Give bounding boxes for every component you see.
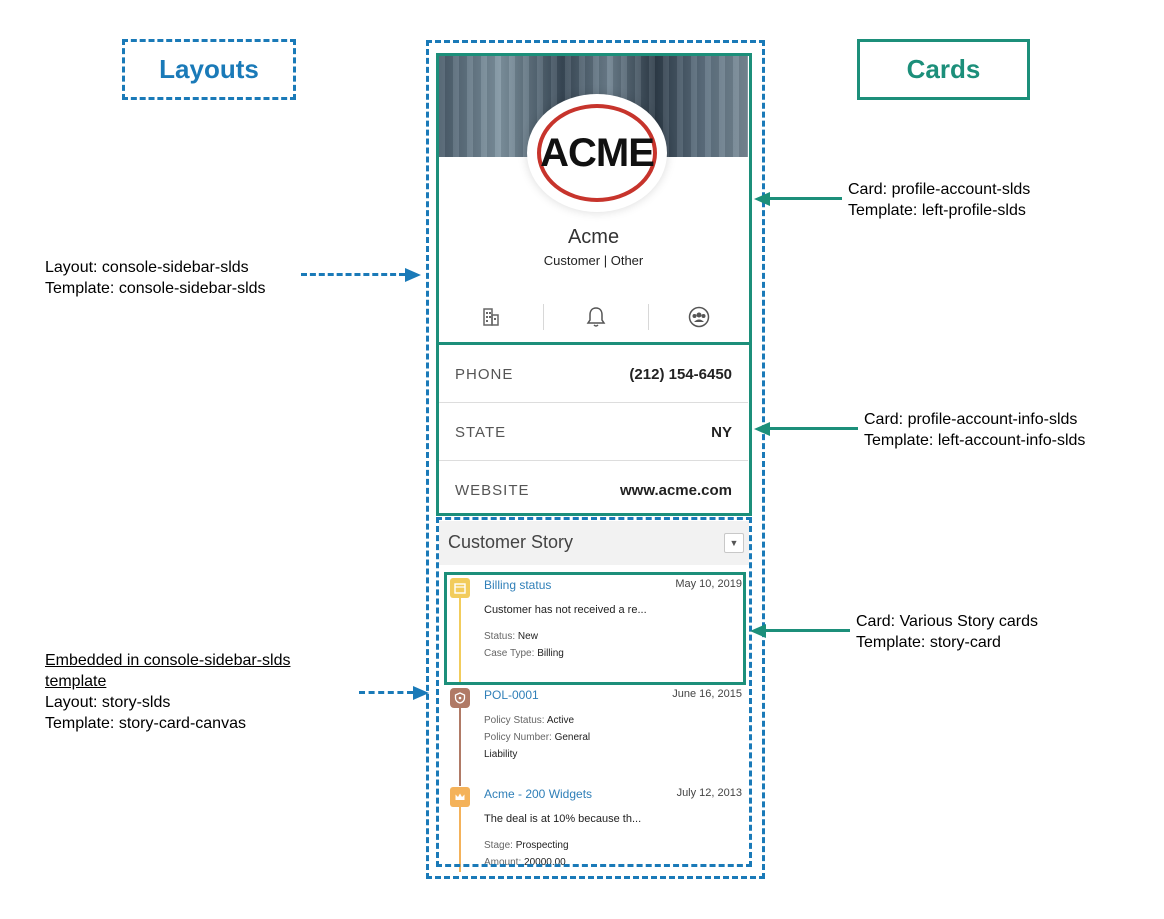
info-value: (212) 154-6450	[629, 365, 732, 383]
arrow-head	[750, 624, 766, 638]
info-value[interactable]: www.acme.com	[620, 482, 732, 499]
account-name: Acme	[567, 226, 620, 248]
arrow-head	[413, 686, 429, 700]
dashed-arrow-line	[359, 691, 413, 694]
acme-logo: ACME	[537, 104, 657, 202]
info-row-state: STATE NY	[439, 404, 748, 461]
policy-shield-icon	[450, 688, 470, 708]
chevron-down-icon: ▼	[729, 538, 739, 548]
arrow-head	[754, 192, 770, 206]
story-field: Status: New	[484, 631, 538, 642]
info-label: PHONE	[455, 365, 514, 383]
dashed-arrow-line	[301, 273, 405, 276]
info-row-phone: PHONE (212) 154-6450	[439, 346, 748, 403]
info-label: STATE	[455, 423, 507, 441]
story-item-date: May 10, 2019	[675, 578, 742, 590]
story-field: Policy Number: General	[484, 732, 591, 743]
calendar-icon	[450, 578, 470, 598]
arrow-line	[770, 427, 858, 430]
story-dropdown-button[interactable]: ▼	[724, 533, 744, 553]
timeline-line	[459, 706, 461, 786]
story-field: Case Type: Billing	[484, 648, 564, 659]
story-item-title[interactable]: Billing status	[484, 578, 552, 592]
story-field: Stage: Prospecting	[484, 840, 569, 851]
story-item-desc: Customer has not received a re...	[484, 604, 647, 616]
logo-text: ACME	[540, 130, 655, 175]
account-subtitle: Customer | Other	[543, 253, 644, 268]
sidebar-layout-frame	[426, 40, 765, 879]
story-item-date: June 16, 2015	[672, 688, 742, 700]
icon-divider	[543, 304, 544, 330]
timeline-line	[459, 596, 461, 684]
group-icon[interactable]	[649, 302, 749, 332]
story-item-title[interactable]: POL-0001	[484, 688, 539, 702]
story-item-title[interactable]: Acme - 200 Widgets	[484, 787, 593, 801]
info-row-website: WEBSITE www.acme.com	[439, 462, 748, 519]
crown-icon	[450, 787, 470, 807]
info-card-annotation: Card: profile-account-info-slds Template…	[864, 411, 1086, 449]
info-value: NY	[711, 423, 732, 441]
story-title: Customer Story	[448, 532, 574, 552]
story-field: Liability	[484, 749, 518, 760]
profile-card-annotation: Card: profile-account-slds Template: lef…	[848, 181, 1031, 219]
story-field: Amount: 20000.00	[484, 857, 566, 867]
building-icon[interactable]	[439, 302, 543, 332]
story-layout-frame	[436, 517, 752, 867]
story-layout-annotation: Embedded in console-sidebar-slds templat…	[45, 652, 291, 732]
arrow-line	[770, 197, 842, 200]
story-item-desc: The deal is at 10% because th...	[484, 813, 642, 825]
story-card-frame	[444, 572, 746, 685]
story-item-date: July 12, 2013	[676, 787, 742, 799]
bell-icon[interactable]	[544, 302, 648, 332]
sidebar-layout-annotation: Layout: console-sidebar-slds Template: c…	[45, 259, 266, 297]
info-card-frame	[436, 342, 752, 516]
timeline-line	[459, 806, 461, 872]
arrow-head	[754, 422, 770, 436]
story-header	[439, 521, 749, 565]
legend-layouts: Layouts	[122, 39, 296, 100]
icon-divider	[648, 304, 649, 330]
legend-cards: Cards	[857, 39, 1030, 100]
arrow-head	[405, 268, 421, 282]
story-field: Policy Status: Active	[484, 715, 575, 726]
story-card-annotation: Card: Various Story cards Template: stor…	[856, 613, 1038, 651]
info-label: WEBSITE	[455, 482, 530, 499]
arrow-line	[766, 629, 850, 632]
